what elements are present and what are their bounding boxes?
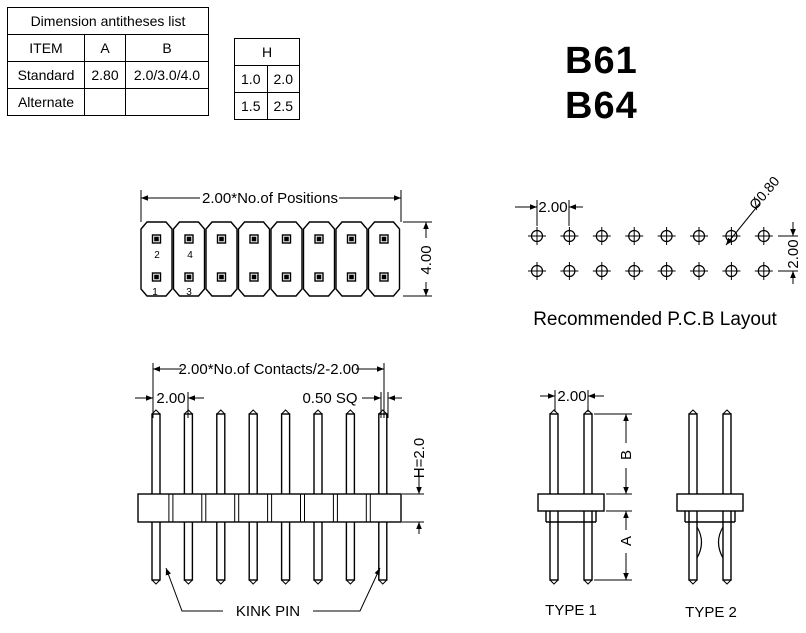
- pin-square: [151, 272, 162, 282]
- pcb-hole: [690, 262, 708, 280]
- type2-view: [676, 409, 744, 585]
- pin-square: [249, 234, 259, 244]
- pin-square-core: [251, 274, 257, 280]
- type1-b-label: B: [618, 450, 635, 460]
- row-standard-a: 2.80: [84, 61, 126, 89]
- pcb-hole: [592, 262, 611, 280]
- pin-square: [379, 272, 389, 282]
- pcb-hole: [754, 227, 773, 245]
- pcb-hole: [625, 262, 644, 280]
- pin-square-core: [284, 274, 289, 280]
- pin-square-core: [284, 236, 289, 242]
- pin-square: [184, 234, 194, 244]
- pcb-hole: [722, 227, 741, 245]
- type2-caption: TYPE 2: [685, 604, 737, 621]
- pin-square-core: [251, 236, 257, 242]
- height-cell: 2.0: [266, 65, 300, 93]
- pin-square: [379, 234, 389, 244]
- pcb-hole: [592, 227, 611, 245]
- pcb-row-pitch-label: 2.00: [785, 239, 802, 268]
- housing-cell: [172, 221, 206, 297]
- housing-cell: [205, 221, 238, 297]
- header-item: ITEM: [7, 34, 85, 62]
- height-table: H 1.0 2.0 1.5 2.5: [234, 38, 300, 120]
- pin-square-core: [219, 236, 224, 242]
- pcb-layout-caption: Recommended P.C.B Layout: [533, 309, 777, 330]
- pin-square: [314, 234, 324, 244]
- pin-square: [216, 234, 227, 244]
- type1-a-label: A: [618, 536, 635, 546]
- pin-square-core: [219, 274, 224, 280]
- front-view: [135, 363, 424, 612]
- housing-cell: [270, 221, 303, 297]
- pcb-hole: [528, 227, 546, 245]
- pin-number-1: 1: [152, 287, 158, 298]
- top-view-height-label: 4.00: [418, 245, 435, 274]
- housing-cell: [140, 221, 173, 297]
- pin-square: [281, 272, 292, 282]
- housing-cell: [302, 221, 336, 297]
- housing-cell: [335, 221, 368, 297]
- pin-square-core: [316, 274, 322, 280]
- front-view-body-dividers: [168, 494, 371, 522]
- pcb-hole: [754, 262, 773, 280]
- pcb-hole: [690, 227, 708, 245]
- pin-size-label: 0.50 SQ: [302, 390, 357, 407]
- pcb-hole-grid: [528, 227, 773, 280]
- type1-pitch-label: 2.00: [557, 388, 586, 405]
- pin-number-3: 3: [186, 287, 192, 298]
- pcb-hole: [625, 227, 644, 245]
- pin-square-core: [349, 236, 354, 242]
- pin-square-core: [154, 236, 159, 242]
- top-view-housings: [140, 221, 401, 297]
- height-cell: 2.5: [266, 92, 300, 120]
- row-alternate-item: Alternate: [7, 88, 85, 116]
- pcb-hole: [657, 227, 676, 245]
- row-alternate-b: [125, 88, 209, 116]
- front-length-label: 2.00*No.of Contacts/2-2.00: [179, 361, 360, 378]
- dimension-table-title: Dimension antitheses list: [7, 7, 209, 35]
- pin-square-core: [381, 274, 387, 280]
- height-table-header: H: [234, 38, 300, 66]
- type1-caption: TYPE 1: [545, 602, 597, 619]
- pin-square-core: [381, 236, 387, 242]
- pin-square-core: [186, 274, 192, 280]
- kink-pin-label: KINK PIN: [236, 603, 300, 620]
- pin-square: [314, 272, 324, 282]
- type1-view: [537, 390, 632, 585]
- title-b61: B61: [565, 40, 638, 82]
- pcb-hole-label: Ø0.80: [746, 173, 783, 213]
- title-b64: B64: [565, 85, 638, 127]
- top-view-width-label: 2.00*No.of Positions: [202, 190, 338, 207]
- pcb-hole: [722, 262, 741, 280]
- pcb-hole: [657, 262, 676, 280]
- pin-square-core: [154, 274, 159, 280]
- housing-cell: [367, 221, 401, 297]
- pcb-layout: [515, 200, 798, 284]
- pin-square: [184, 272, 194, 282]
- pin-square-core: [316, 236, 322, 242]
- pin-height-label: H=2.0: [411, 438, 428, 478]
- row-standard-b: 2.0/3.0/4.0: [125, 61, 209, 89]
- pin-square-core: [349, 274, 354, 280]
- pin-square: [151, 234, 162, 244]
- pin-square: [216, 272, 227, 282]
- dimension-table: Dimension antitheses list ITEM A B Stand…: [7, 7, 209, 116]
- housing-cell: [237, 221, 271, 297]
- front-pitch-label: 2.00: [156, 390, 185, 407]
- pin-square: [346, 234, 357, 244]
- pcb-hole: [528, 262, 546, 280]
- pcb-hole: [560, 227, 579, 245]
- pin-square: [281, 234, 292, 244]
- pin-square-core: [186, 236, 192, 242]
- pin-square: [249, 272, 259, 282]
- pin-number-2: 2: [154, 250, 160, 261]
- pin-number-4: 4: [187, 250, 193, 261]
- pin-square: [346, 272, 357, 282]
- top-view: [140, 190, 432, 297]
- pcb-pitch-label: 2.00: [538, 199, 567, 216]
- pcb-hole: [560, 262, 579, 280]
